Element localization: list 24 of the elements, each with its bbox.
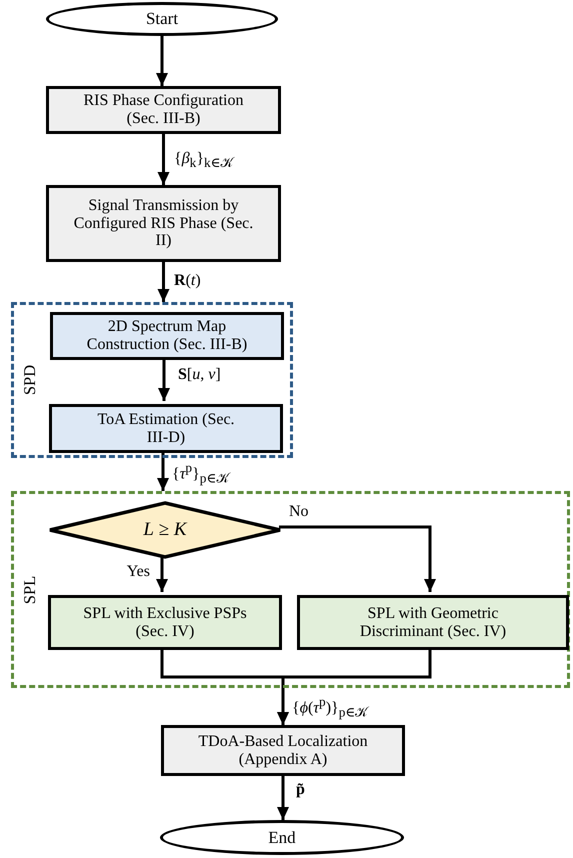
process-box: SPL with Geometric Discriminant (Sec. IV) — [297, 595, 569, 650]
process-box: ToA Estimation (Sec. III-D) — [49, 404, 283, 453]
decision-diamond — [48, 501, 282, 559]
dashed-group-frame — [11, 302, 293, 458]
group-title: SPL — [20, 575, 40, 604]
process-box: TDoA-Based Localization (Appendix A) — [161, 725, 405, 776]
process-box: SPL with Exclusive PSPs (Sec. IV) — [48, 595, 282, 650]
dashed-group-frame — [11, 491, 570, 688]
arrow — [277, 776, 289, 820]
process-box: Signal Transmission by Configured RIS Phase (Sec. II) — [46, 185, 281, 262]
terminal-oval: Start — [46, 2, 278, 36]
group-title: SPD — [20, 364, 40, 396]
arrow — [158, 262, 170, 302]
arrow — [279, 526, 436, 592]
edge-label: S[u, v] — [176, 366, 223, 384]
arrow — [156, 556, 168, 592]
condition-text: L ≥ K — [143, 519, 187, 541]
edge-label: R(t) — [172, 272, 203, 290]
edge-label: p̃ — [294, 781, 307, 799]
arrow — [156, 36, 168, 86]
process-box: RIS Phase Configuration (Sec. III-B) — [46, 86, 281, 134]
process-box: 2D Spectrum Map Construction (Sec. III-B) — [50, 312, 284, 360]
arrow — [158, 134, 170, 185]
terminal-oval: End — [160, 820, 404, 855]
